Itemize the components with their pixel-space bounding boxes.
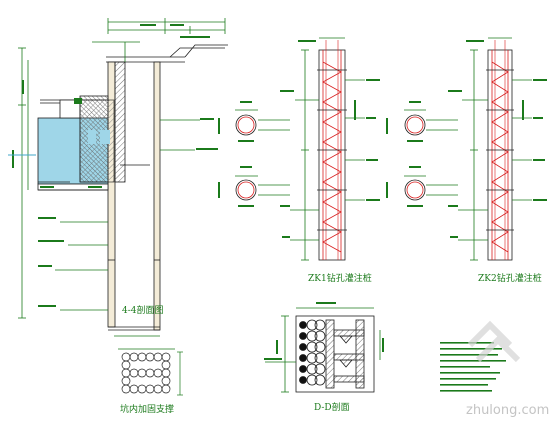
pile-sections-zk2	[386, 101, 458, 207]
support-detail	[118, 348, 183, 396]
pile-elevation-zk2	[448, 37, 547, 261]
pile-sections-zk1	[218, 101, 290, 207]
title-support: 坑内加固支撑	[120, 403, 174, 415]
title-zk1: ZK1钻孔灌注桩	[308, 272, 372, 284]
notes-block	[440, 320, 521, 392]
section-4-4	[8, 18, 228, 337]
section-d-d	[264, 302, 384, 393]
title-section-4-4: 4-4剖面图	[122, 304, 164, 316]
pile-elevation-zk1	[280, 37, 380, 261]
title-section-d-d: D-D剖面	[314, 401, 350, 413]
support-circles	[121, 352, 171, 394]
title-zk2: ZK2钻孔灌注桩	[478, 272, 542, 284]
watermark-text: zhulong.com	[466, 403, 549, 418]
